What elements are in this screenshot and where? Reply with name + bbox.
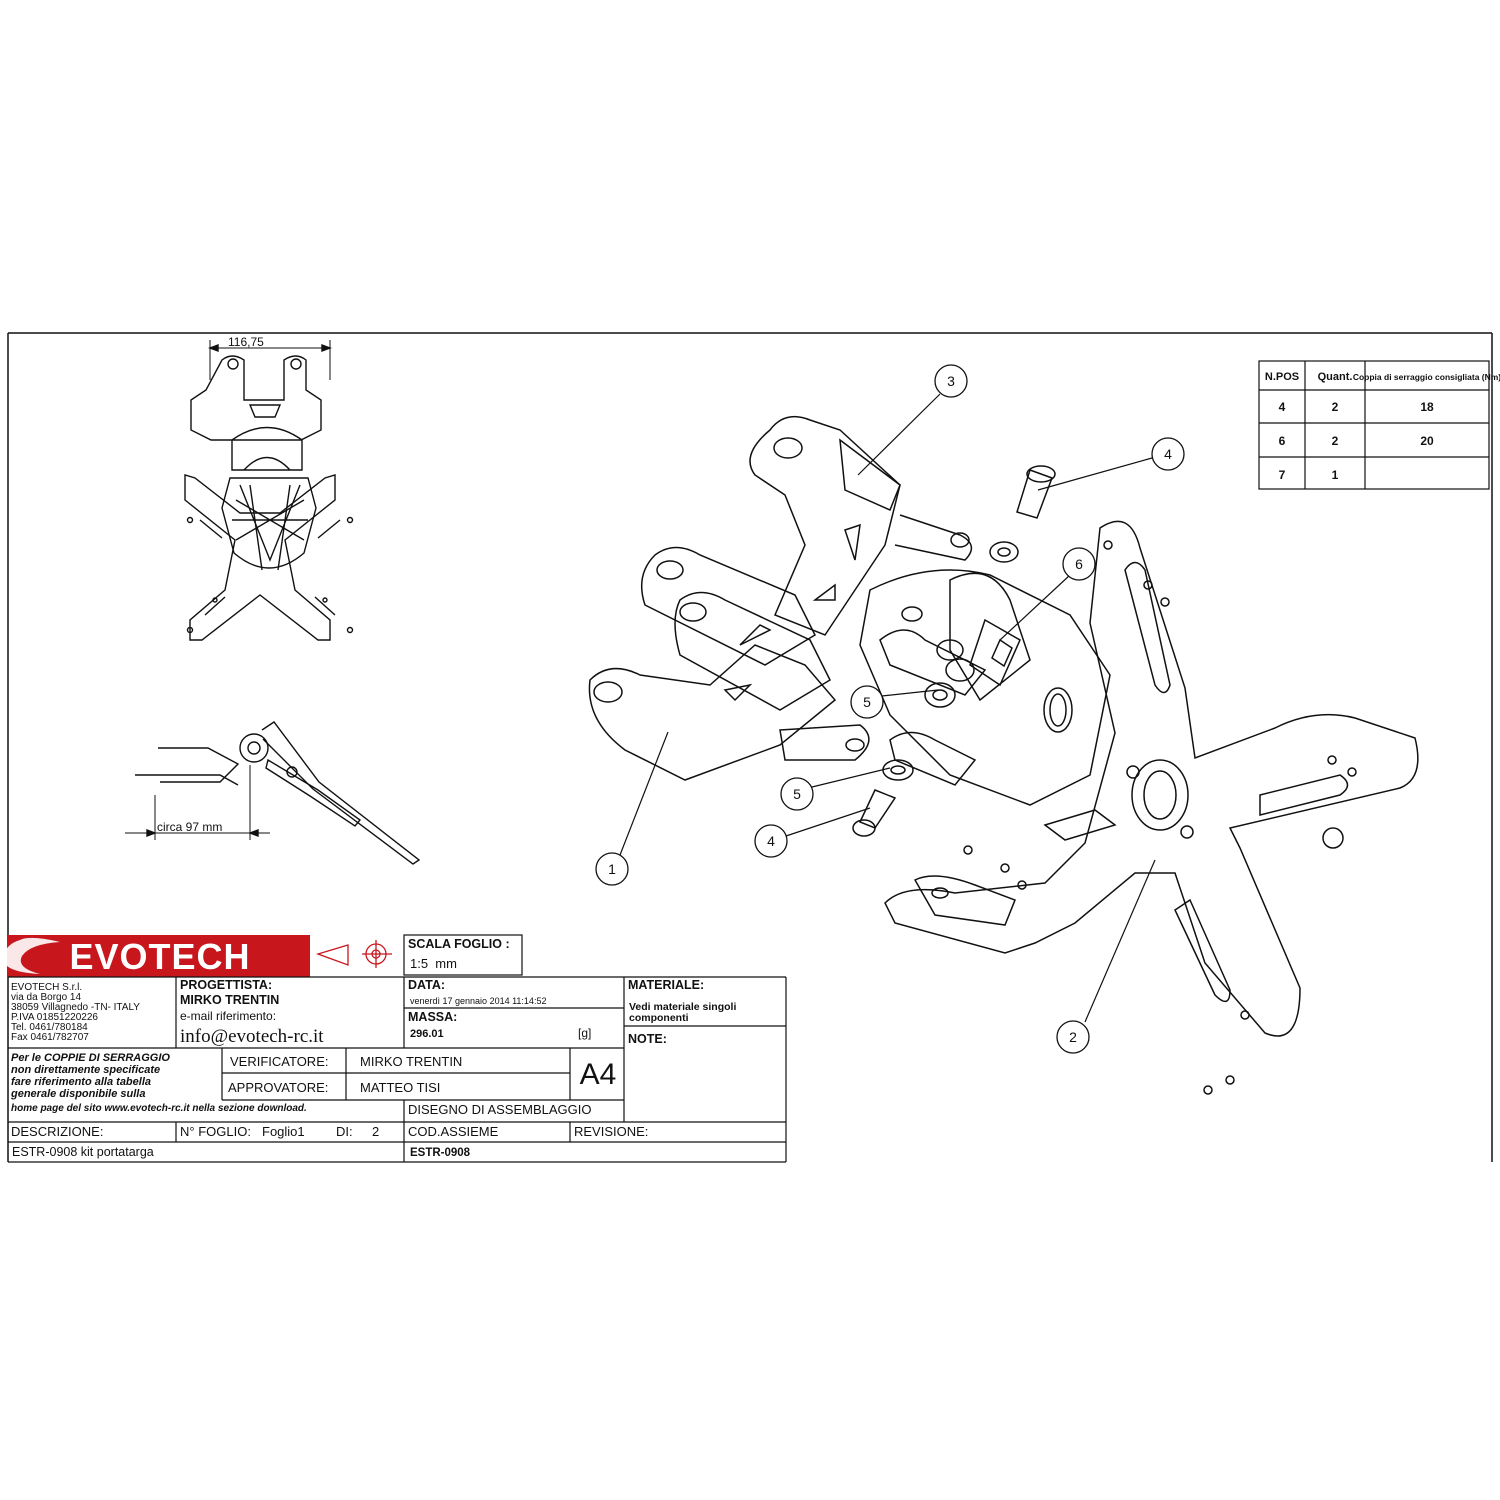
company-line: Tel. 0461/780184 (11, 1022, 88, 1033)
description-label: DESCRIZIONE: (11, 1124, 103, 1139)
table-header-torque: Coppia di serraggio consigliata (Nm) (1353, 372, 1500, 382)
date-label: DATA: (408, 978, 445, 992)
scale-label: SCALA FOGLIO : (408, 937, 510, 951)
table-cell: 2 (1332, 434, 1339, 448)
table-cell: 4 (1279, 400, 1286, 414)
date-value: venerdì 17 gennaio 2014 11:14:52 (410, 996, 546, 1006)
balloon-1: 1 (595, 852, 629, 886)
material-value: componenti (629, 1012, 689, 1024)
balloon-4-lower: 4 (754, 824, 788, 858)
company-line: EVOTECH S.r.l. (11, 982, 82, 993)
table-cell: 18 (1420, 400, 1434, 414)
designer-label: PROGETTISTA: (180, 978, 272, 992)
leader-lines (619, 393, 1156, 1023)
sheet-no-label: N° FOGLIO: (180, 1124, 251, 1139)
table-cell: 1 (1332, 468, 1339, 482)
balloon-5-upper-label: 5 (863, 694, 871, 710)
description-value: ESTR-0908 kit portatarga (12, 1145, 154, 1159)
torque-note: home page del sito www.evotech-rc.it nel… (11, 1103, 307, 1114)
mass-unit: [g] (578, 1026, 591, 1040)
material-label: MATERIALE: (628, 978, 704, 992)
mass-label: MASSA: (408, 1010, 457, 1024)
assembly-code-value: ESTR-0908 (410, 1147, 471, 1159)
exploded-view (588, 415, 1419, 1095)
table-cell: 6 (1279, 434, 1286, 448)
checker-value: MIRKO TRENTIN (360, 1054, 462, 1069)
mass-value: 296.01 (410, 1028, 444, 1040)
balloon-3-label: 3 (947, 373, 955, 389)
projection-symbol (315, 940, 392, 968)
washer-lower (882, 759, 914, 781)
evotech-logo: EVOTECH (3, 935, 310, 977)
balloon-4-upper-label: 4 (1164, 446, 1172, 462)
torque-note: fare riferimento alla tabella (11, 1076, 151, 1088)
table-cell: 2 (1332, 400, 1339, 414)
washer-upper (924, 682, 956, 708)
torque-note: non direttamente specificate (11, 1064, 160, 1076)
balloon-6: 6 (1062, 547, 1096, 581)
part-3-bracket (749, 415, 901, 636)
logo-text: EVOTECH (69, 936, 250, 977)
balloon-1-label: 1 (608, 861, 616, 877)
approver-label: APPROVATORE: (228, 1080, 328, 1095)
balloon-5-lower: 5 (780, 777, 814, 811)
part-2-plate (884, 520, 1419, 1037)
balloon-3: 3 (934, 364, 968, 398)
table-header-quant: Quant. (1318, 371, 1353, 383)
email-value: info@evotech-rc.it (180, 1026, 324, 1047)
of-value: 2 (372, 1124, 379, 1139)
assembly-code-label: COD.ASSIEME (408, 1124, 499, 1139)
designer-value: MIRKO TRENTIN (180, 993, 279, 1007)
balloon-4-lower-label: 4 (767, 833, 775, 849)
balloon-4-upper: 4 (1151, 437, 1185, 471)
torque-note: generale disponibile sulla (10, 1088, 145, 1100)
drawing-type: DISEGNO DI ASSEMBLAGGIO (408, 1102, 592, 1117)
email-label: e-mail riferimento: (180, 1009, 276, 1023)
balloon-2-label: 2 (1069, 1029, 1077, 1045)
revision-label: REVISIONE: (574, 1124, 648, 1139)
company-line: Fax 0461/782707 (11, 1032, 89, 1043)
side-view-dimension: circa 97 mm (157, 820, 222, 834)
balloon-2: 2 (1056, 1020, 1090, 1054)
torque-table (1258, 360, 1490, 490)
side-view (125, 721, 421, 865)
company-line: via da Borgo 14 (11, 992, 81, 1003)
company-line: 38059 Villagnedo -TN- ITALY (11, 1002, 140, 1013)
torque-note: Per le COPPIE DI SERRAGGIO (11, 1052, 170, 1064)
approver-value: MATTEO TISI (360, 1080, 440, 1095)
balloon-5-upper: 5 (850, 685, 884, 719)
top-view (184, 340, 354, 641)
sheet-size: A4 (580, 1058, 617, 1091)
bolt-upper (1016, 469, 1053, 519)
table-cell: 20 (1420, 434, 1434, 448)
balloon-6-label: 6 (1075, 556, 1083, 572)
table-header-npos: N.POS (1265, 371, 1299, 383)
of-label: DI: (336, 1124, 353, 1139)
table-cell: 7 (1279, 468, 1286, 482)
sheet-no-value: Foglio1 (262, 1124, 305, 1139)
title-block-grid (8, 934, 787, 1163)
material-value: Vedi materiale singoli (629, 1001, 736, 1013)
part-1-bracket (640, 546, 816, 666)
company-line: P.IVA 01851220226 (11, 1012, 98, 1023)
hinge-housing (859, 569, 1111, 806)
scale-value: 1:5 mm (410, 956, 457, 971)
checker-label: VERIFICATORE: (230, 1054, 328, 1069)
top-view-dimension: 116,75 (228, 335, 264, 349)
note-label: NOTE: (628, 1032, 667, 1046)
balloon-5-lower-label: 5 (793, 786, 801, 802)
